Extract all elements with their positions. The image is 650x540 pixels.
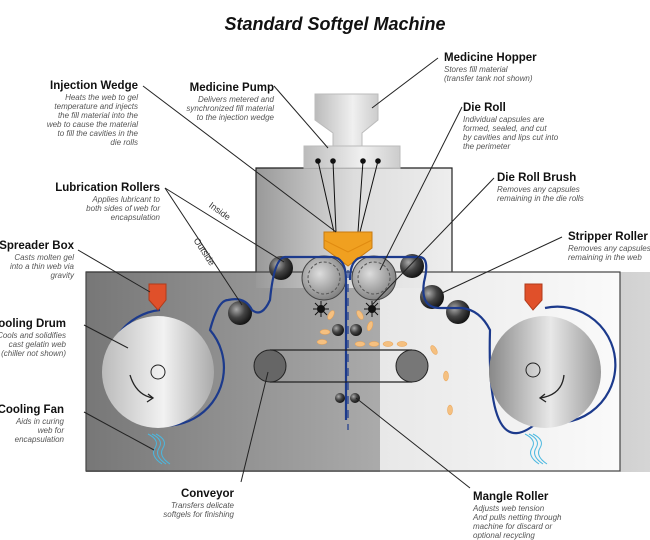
label-desc: web for (37, 426, 64, 435)
label-desc: Heats the web to gel (65, 93, 138, 102)
label-conveyor: Conveyor Transfers delicate softgels for… (163, 488, 234, 519)
label-desc: web to cause the material (46, 120, 138, 129)
label-desc: optional recycling (473, 531, 535, 540)
label-desc: temperature and injects (54, 102, 138, 111)
cooling-drum-right (489, 316, 601, 428)
label-desc: (transfer tank not shown) (444, 74, 533, 83)
label-desc: the perimeter (463, 142, 511, 151)
label-medicine-hopper: Medicine Hopper Stores fill material (tr… (444, 52, 537, 83)
label-title: Injection Wedge (50, 80, 138, 92)
label-desc: remaining in the web (568, 253, 642, 262)
spreader-box-right (524, 283, 543, 311)
label-desc: Individual capsules are (463, 115, 545, 124)
die-roll-brush-right (364, 301, 380, 317)
label-desc: Aids in curing (15, 417, 64, 426)
label-desc: Removes any capsules (497, 185, 580, 194)
label-desc: gravity (50, 271, 74, 280)
spreader-box-left (148, 283, 167, 311)
softgel-capsules (316, 310, 453, 416)
label-spreader-box: Spreader Box Casts molten gel into a thi… (0, 240, 74, 280)
label-title: Lubrication Rollers (55, 182, 160, 194)
label-title: Stripper Roller (568, 231, 648, 243)
die-roll-brush-left (313, 301, 329, 317)
label-desc: Transfers delicate (171, 501, 234, 510)
label-desc: to fill the cavities in the (57, 129, 138, 138)
label-desc: machine for discard or (473, 522, 553, 531)
cooling-drum-left (102, 316, 214, 428)
small-rollers (332, 324, 362, 336)
lower-right-roller (446, 300, 470, 324)
label-die-roll-brush: Die Roll Brush Removes any capsules rema… (497, 172, 584, 203)
label-desc: synchronized fill material (186, 104, 274, 113)
cooling-fan-right (524, 433, 548, 465)
label-cooling-fan: Cooling Fan Aids in curing web for encap… (0, 404, 64, 444)
die-roll-right (351, 255, 397, 301)
lubrication-roller-outside (228, 301, 252, 325)
die-roll-left (301, 255, 347, 301)
medicine-hopper (314, 93, 379, 147)
label-desc: by cavities and lips cut into (463, 133, 559, 142)
label-desc: Applies lubricant to (92, 195, 160, 204)
label-desc: encapsulation (14, 435, 64, 444)
label-desc: into a thin web via (9, 262, 74, 271)
label-desc: Adjusts web tension (473, 504, 545, 513)
label-desc: Casts molten gel (14, 253, 74, 262)
label-title: Cooling Drum (0, 318, 66, 330)
label-desc: softgels for finishing (163, 510, 234, 519)
mangle-roller (335, 393, 360, 403)
label-desc: encapsulation (110, 213, 160, 222)
label-stripper-roller: Stripper Roller Removes any capsules rem… (568, 231, 650, 262)
label-desc: to the injection wedge (196, 113, 274, 122)
diagram-title: Standard Softgel Machine (224, 14, 446, 34)
label-title: Conveyor (180, 488, 234, 500)
label-mangle-roller: Mangle Roller Adjusts web tension And pu… (473, 491, 562, 540)
label-title: Medicine Pump (189, 82, 274, 94)
label-title: Die Roll Brush (497, 172, 577, 184)
upper-right-roller (400, 254, 424, 278)
conveyor (253, 349, 429, 383)
label-title: Die Roll (463, 102, 506, 114)
label-desc: Cools and solidifies (0, 331, 66, 340)
label-medicine-pump: Medicine Pump Delivers metered and synch… (186, 82, 274, 122)
cooling-fan-left (147, 433, 171, 465)
label-injection-wedge: Injection Wedge Heats the web to gel tem… (47, 80, 138, 147)
label-desc: Delivers metered and (197, 95, 274, 104)
label-desc: Removes any capsules (568, 244, 650, 253)
label-title: Cooling Fan (0, 404, 64, 416)
label-desc: die rolls (110, 138, 138, 147)
label-desc: both sides of web for (86, 204, 160, 213)
label-title: Spreader Box (0, 240, 74, 252)
label-desc: And pulls netting through (473, 513, 562, 522)
label-desc: the fill material into the (57, 111, 138, 120)
label-lubrication-rollers: Lubrication Rollers Applies lubricant to… (55, 182, 160, 222)
leader-lines (77, 57, 563, 489)
medicine-pump (303, 145, 401, 233)
label-title: Mangle Roller (473, 491, 549, 503)
label-desc: formed, sealed, and cut (463, 124, 547, 133)
label-die-roll: Die Roll Individual capsules are formed,… (463, 102, 558, 151)
label-desc: cast gelatin web (8, 340, 66, 349)
label-desc: Stores fill material (444, 65, 508, 74)
label-title: Medicine Hopper (444, 52, 537, 64)
label-desc: remaining in the die rolls (497, 194, 584, 203)
label-cooling-drum: Cooling Drum Cools and solidifies cast g… (0, 318, 66, 358)
label-desc: (chiller not shown) (1, 349, 66, 358)
